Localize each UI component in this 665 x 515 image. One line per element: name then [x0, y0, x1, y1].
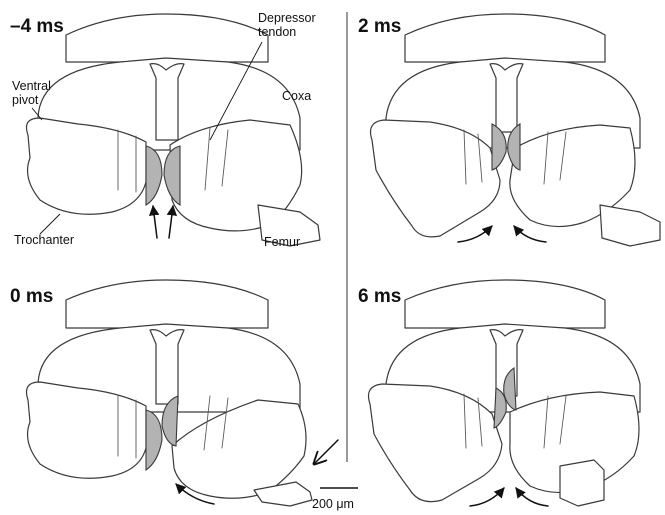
label-pivot: pivot — [12, 93, 39, 107]
label-ventral: Ventral — [12, 79, 51, 93]
label-trochanter: Trochanter — [14, 233, 74, 247]
coxa-outline-a — [66, 14, 268, 62]
open-arrow-c — [314, 440, 338, 464]
label-depressor: Depressor — [258, 11, 316, 25]
label-femur: Femur — [264, 235, 300, 249]
label-coxa: Coxa — [282, 89, 311, 103]
arrow-cw-b — [458, 226, 492, 242]
panel-d: 6 ms — [358, 280, 640, 506]
arrow-up-left-a — [153, 206, 157, 238]
panel-a: –4 ms Ventral pivot Depressor tendon Cox… — [10, 11, 320, 249]
arrow-up-right-a — [169, 206, 173, 238]
panel-label-d: 6 ms — [358, 286, 401, 307]
panel-label-b: 2 ms — [358, 16, 401, 37]
label-tendon: tendon — [258, 25, 296, 39]
panel-c: 0 ms — [10, 280, 338, 506]
panel-label-c: 0 ms — [10, 286, 53, 307]
arrow-cw-d — [470, 488, 504, 506]
panel-b: 2 ms — [358, 14, 660, 246]
arrow-ccw-b — [514, 226, 546, 242]
panel-label-a: –4 ms — [10, 16, 64, 37]
scale-bar-label: 200 μm — [312, 497, 354, 511]
pad-left-a — [146, 146, 162, 205]
pad-right-a — [164, 146, 180, 205]
